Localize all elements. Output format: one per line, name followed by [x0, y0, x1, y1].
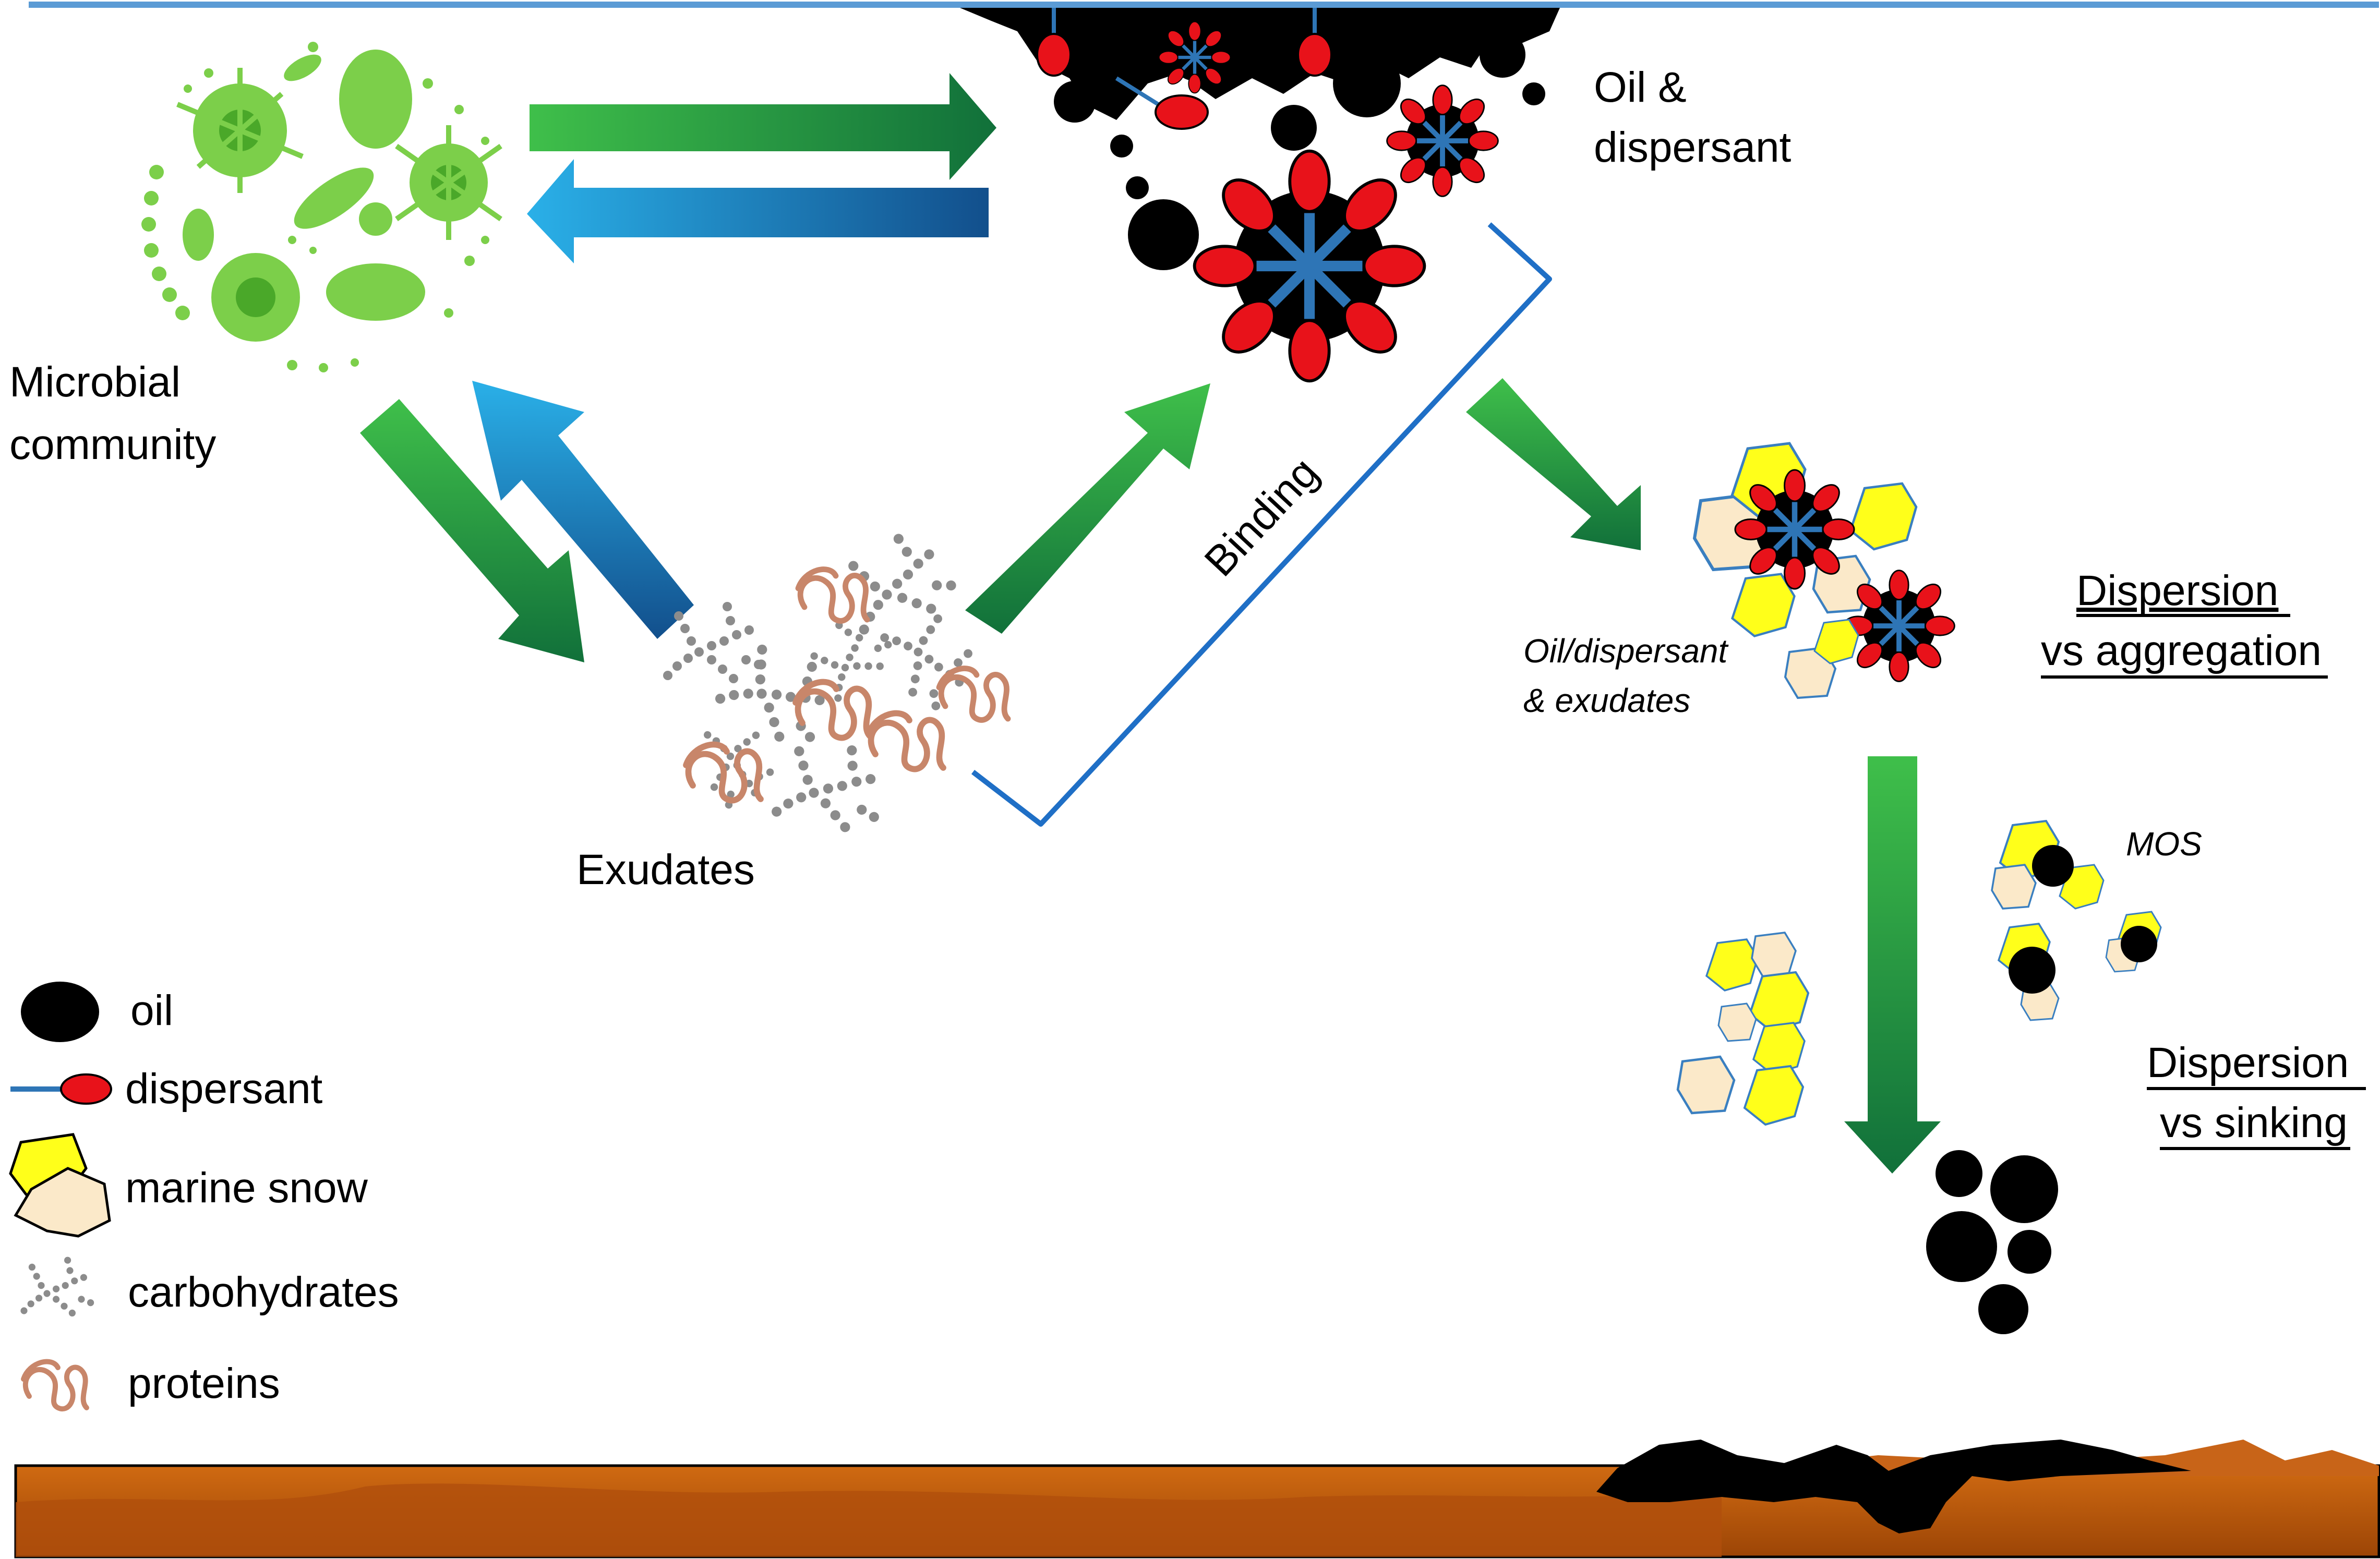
arrow-exudates-to-oil [965, 383, 1210, 634]
oil-dispersant-label-1: Oil & [1594, 64, 1687, 111]
arrow-oil-to-aggregates [1466, 378, 1641, 550]
seafloor-sediment [14, 1440, 2380, 1558]
dispersion-aggregation-label-1: Dispersion [2076, 567, 2278, 614]
oil-slick-illustration [960, 8, 1560, 381]
carbohydrates-icon [20, 1256, 94, 1316]
sinking-oil-droplets [1926, 1150, 2058, 1334]
arrow-microbes-to-oil [530, 73, 996, 180]
oil-dispersant-exudates-label-1: Oil/dispersant [1523, 632, 1729, 670]
marine-snow-icon [9, 1133, 111, 1238]
arrow-exudates-to-microbes [472, 381, 694, 639]
dispersion-sinking-label-2: vs sinking [2160, 1099, 2348, 1146]
legend-label-proteins: proteins [128, 1360, 280, 1407]
microbial-community-illustration [136, 16, 502, 372]
arrow-sinking-down [1844, 756, 1941, 1174]
arrow-oil-to-microbes [527, 159, 989, 263]
arrow-microbes-to-exudates [360, 399, 584, 662]
binding-label: Binding [1196, 449, 1328, 585]
microbial-community-label-2: community [9, 421, 216, 468]
mos-label: MOS [2126, 825, 2202, 863]
exudates-illustration [663, 521, 1008, 838]
legend-label-marine-snow: marine snow [125, 1164, 368, 1212]
oil-dispersant-label-2: dispersant [1594, 124, 1792, 171]
dispersant-molecule-icon [10, 1073, 112, 1105]
proteins-icon [23, 1362, 87, 1409]
mos-illustration [1991, 821, 2162, 1021]
oil-dispersant-exudates-label-2: & exudates [1523, 682, 1690, 719]
oil-droplet-icon [21, 982, 99, 1042]
dispersion-aggregation-label-2: vs aggregation [2041, 627, 2322, 674]
legend: oil dispersant marine snow carbohydrates… [9, 982, 399, 1409]
exudates-label: Exudates [576, 846, 755, 893]
legend-label-carbohydrates: carbohydrates [128, 1268, 399, 1316]
marine-snow-stack-illustration [1678, 932, 1808, 1125]
legend-label-dispersant: dispersant [125, 1065, 323, 1113]
dispersion-sinking-label-1: Dispersion [2147, 1039, 2349, 1086]
microbial-community-label-1: Microbial [9, 358, 181, 406]
legend-label-oil: oil [130, 987, 173, 1034]
binding-bracket [971, 222, 1552, 827]
oil-exudate-aggregate-illustration [1694, 443, 1954, 698]
